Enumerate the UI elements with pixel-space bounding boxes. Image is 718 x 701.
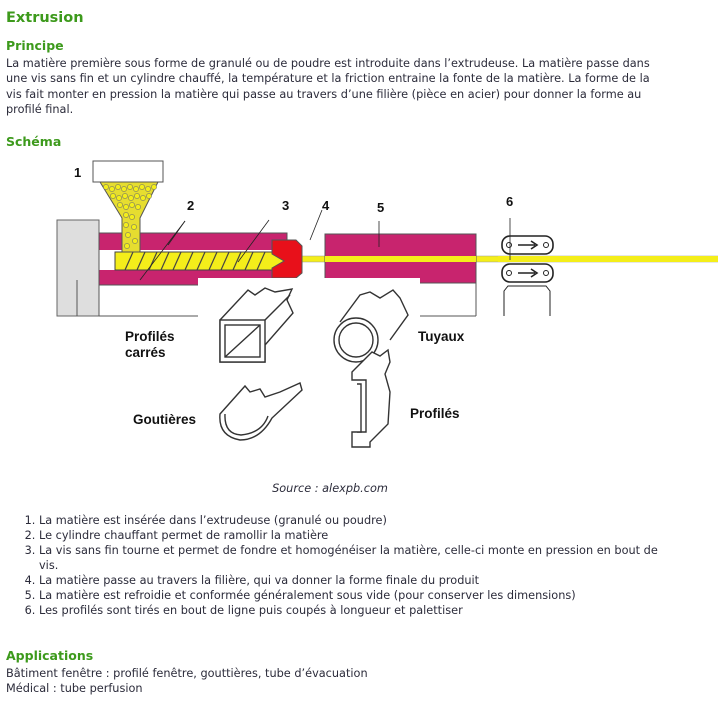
number-label: 5 (377, 200, 384, 215)
section-heading-applications: Applications (6, 648, 94, 663)
product-in-tank (325, 256, 476, 262)
puller (501, 235, 554, 316)
number-label: 2 (187, 198, 194, 213)
list-item: La matière passe au travers la filière, … (39, 573, 659, 588)
pellets (103, 184, 157, 249)
c-profile-icon (351, 348, 391, 448)
list-item: La matière est refroidie et conformée gé… (39, 588, 659, 603)
section-heading-schema: Schéma (6, 134, 62, 149)
motor-block (56, 219, 100, 317)
hopper (92, 160, 164, 253)
arrow-right-icon (518, 240, 539, 278)
profile-shapes (219, 287, 409, 448)
square-profile-icon (219, 287, 294, 363)
leader-lines (139, 209, 511, 281)
label-goutieres: Goutières (133, 412, 196, 427)
extrusion-diagram: 1 2 3 4 5 6 Profilés carrés T (56, 160, 718, 470)
steps-list: La matière est insérée dans l’extrudeuse… (6, 513, 659, 618)
list-item: La matière est insérée dans l’extrudeuse… (39, 513, 659, 528)
screw (114, 251, 299, 271)
number-label: 1 (74, 165, 81, 180)
gutter-profile-icon (219, 382, 303, 441)
label-profiles-carres-2: carrés (125, 345, 166, 360)
list-item: Le cylindre chauffant permet de ramollir… (39, 528, 659, 543)
profile-labels: Profilés carrés Tuyaux Goutières Profilé… (125, 329, 465, 427)
label-tuyaux: Tuyaux (418, 329, 465, 344)
application-line: Médical : tube perfusion (6, 682, 143, 695)
pipe-profile-icon (333, 289, 409, 363)
image-source: Source : alexpb.com (272, 482, 388, 495)
step-numbers: 1 2 3 4 5 6 (74, 165, 513, 215)
list-item: Les profilés sont tirés en bout de ligne… (39, 603, 659, 618)
label-profiles: Profilés (410, 406, 460, 421)
number-label: 6 (506, 194, 513, 209)
page-title: Extrusion (6, 10, 84, 26)
list-item: La vis sans fin tourne et permet de fond… (39, 543, 659, 573)
number-label: 4 (322, 198, 330, 213)
principe-text: La matière première sous forme de granul… (6, 57, 650, 116)
product-after-puller (498, 256, 718, 262)
number-label: 3 (282, 198, 289, 213)
section-heading-principe: Principe (6, 38, 64, 53)
label-profiles-carres: Profilés (125, 329, 175, 344)
application-line: Bâtiment fenêtre : profilé fenêtre, gout… (6, 667, 368, 680)
